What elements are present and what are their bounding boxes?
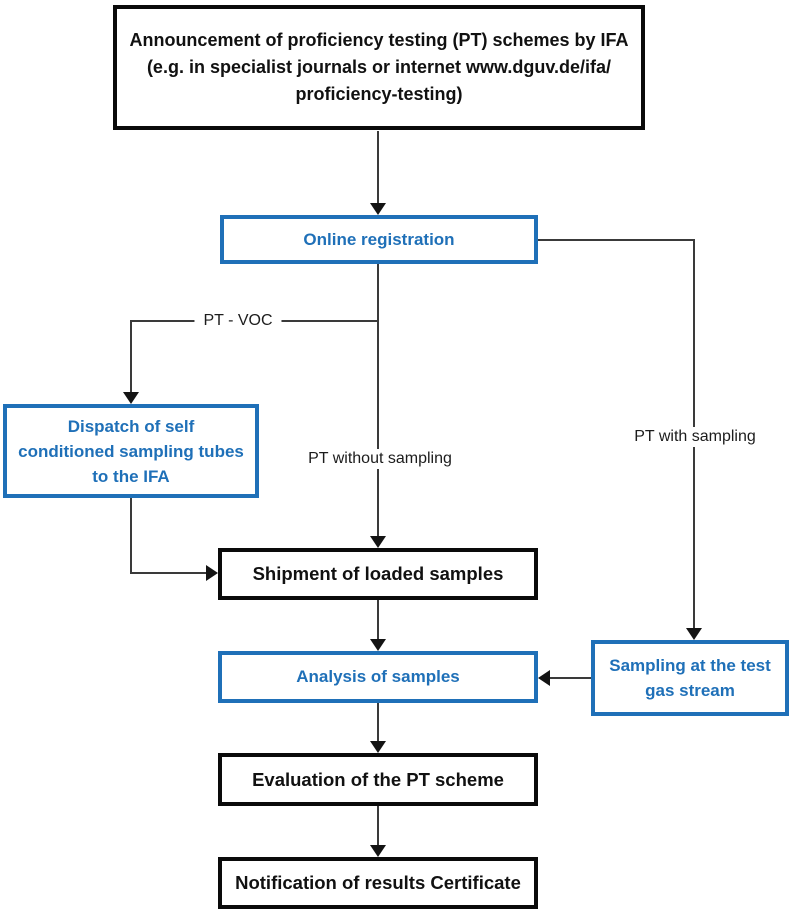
sampling-at-test-gas-stream-box: Sampling at the test gas stream (591, 640, 789, 716)
arrowhead-down-icon (370, 203, 386, 215)
arrowhead-down-icon (370, 639, 386, 651)
arrowhead-down-icon (370, 536, 386, 548)
edge-label-pt-without-sampling: PT without sampling (299, 449, 461, 469)
arrowhead-left-icon (538, 670, 550, 686)
edge-label-pt-with-sampling: PT with sampling (625, 427, 765, 447)
arrowhead-down-icon (123, 392, 139, 404)
connector-sampling-to-analysis (550, 677, 591, 679)
arrowhead-right-icon (206, 565, 218, 581)
connector-online-to-shipment (377, 264, 379, 536)
connector-online-right-horizontal (538, 239, 695, 241)
shipment-of-loaded-samples-box: Shipment of loaded samples (218, 548, 538, 600)
connector-dispatch-down (130, 497, 132, 574)
dispatch-sampling-tubes-box: Dispatch of self conditioned sampling tu… (3, 404, 259, 498)
evaluation-of-pt-scheme-box: Evaluation of the PT scheme (218, 753, 538, 806)
announcement-box: Announcement of proficiency testing (PT)… (113, 5, 645, 130)
notification-of-results-box: Notification of results Certificate (218, 857, 538, 909)
arrowhead-down-icon (370, 741, 386, 753)
connector-evaluation-to-notification (377, 806, 379, 845)
online-registration-box: Online registration (220, 215, 538, 264)
connector-ptvoc-branch-vertical (130, 320, 132, 392)
edge-label-pt-voc: PT - VOC (194, 311, 282, 331)
analysis-of-samples-box: Analysis of samples (218, 651, 538, 703)
connector-analysis-to-evaluation (377, 703, 379, 741)
connector-shipment-to-analysis (377, 600, 379, 639)
arrowhead-down-icon (686, 628, 702, 640)
arrowhead-down-icon (370, 845, 386, 857)
connector-announcement-to-online (377, 131, 379, 203)
connector-dispatch-to-shipment (130, 572, 206, 574)
